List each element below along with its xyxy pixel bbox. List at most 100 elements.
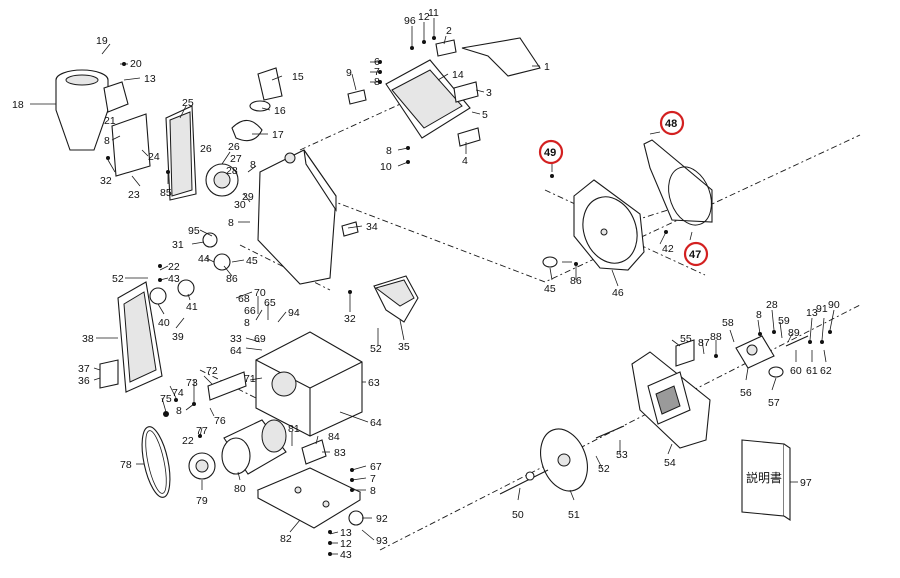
part-label: 8 [370,485,376,497]
part-label: 57 [768,397,780,409]
part-label: 80 [234,483,246,495]
part-label: 73 [186,377,198,389]
part-label: 50 [512,509,524,521]
part-label: 62 [820,365,832,377]
tray-assembly [347,37,541,147]
part-label: 34 [366,221,378,233]
part-label: 14 [452,69,464,81]
part-label: 71 [244,373,256,385]
part-label-highlighted: 48 [665,118,677,130]
part-label: 69 [254,333,266,345]
part-label: 66 [244,305,256,317]
part-label: 8 [756,309,762,321]
part-label-highlighted: 49 [544,147,556,159]
part-label: 23 [128,189,140,201]
part-label: 11 [428,7,439,19]
part-label: 31 [172,239,184,251]
fastener-dots [106,36,832,556]
part-label: 97 [800,477,812,489]
part-label: 18 [12,99,24,111]
part-label: 87 [698,337,710,349]
part-label: 40 [158,317,170,329]
part-label: 60 [790,365,802,377]
part-label: 82 [280,533,292,545]
part-label: 32 [344,313,356,325]
part-label: 75 [160,393,172,405]
part-label: 37 [78,363,90,375]
part-labels: 19 20 13 18 21 8 25 24 32 23 85 15 16 17… [12,7,840,561]
part-label: 28 [226,165,238,177]
part-label: 17 [272,129,284,141]
part-label: 10 [380,161,392,173]
part-label: 43 [168,273,180,285]
part-label: 76 [214,415,226,427]
part-label: 74 [172,387,184,399]
highlight-markers [538,110,709,267]
part-label: 77 [196,425,208,437]
part-label: 20 [130,58,142,70]
part-label: 72 [206,365,218,377]
part-label: 59 [778,315,790,327]
part-label: 89 [788,327,800,339]
part-label: 81 [288,423,300,435]
part-label: 21 [104,115,116,127]
motor-assembly [99,232,364,529]
part-label: 26 [200,143,212,155]
part-label: 58 [722,317,734,329]
part-label: 90 [828,299,840,311]
part-label: 24 [148,151,160,163]
fan-housing [542,139,713,271]
part-label: 6 [374,56,380,68]
part-label: 94 [288,307,300,319]
part-label: 8 [176,405,182,417]
part-label: 52 [370,343,382,355]
part-label: 52 [112,273,124,285]
part-label: 8 [386,145,392,157]
part-label: 63 [368,377,380,389]
part-label: 51 [568,509,580,521]
part-label: 25 [182,97,194,109]
part-label: 86 [570,275,582,287]
part-label: 2 [446,25,452,37]
part-label: 3 [486,87,492,99]
part-label: 22 [182,435,194,447]
part-label: 64 [370,417,382,429]
part-label: 86 [226,273,238,285]
part-label: 96 [404,15,416,27]
highlight-circle-48 [659,110,685,136]
part-label: 91 [816,303,828,315]
part-label: 22 [168,261,180,273]
part-label: 8 [374,76,380,88]
part-label: 45 [246,255,258,267]
part-label: 53 [616,449,628,461]
part-label: 26 [228,141,240,153]
part-label: 44 [198,253,210,265]
part-label: 56 [740,387,752,399]
part-label: 79 [196,495,208,507]
part-label: 36 [78,375,90,387]
manual-title: 説明書 [746,470,782,485]
part-label: 12 [418,11,430,23]
part-label: 19 [96,35,108,47]
part-label: 15 [292,71,304,83]
part-label: 43 [340,549,352,561]
part-label: 41 [186,301,198,313]
part-label: 95 [188,225,200,237]
part-label: 42 [662,243,674,255]
part-label: 5 [482,109,488,121]
part-label: 16 [274,105,286,117]
part-label: 54 [664,457,676,469]
part-label: 13 [144,73,156,85]
part-label: 8 [228,217,234,229]
highlight-circle-49 [538,139,564,165]
part-label: 35 [398,341,410,353]
part-label: 64 [230,345,242,357]
part-label: 32 [100,175,112,187]
part-label: 78 [120,459,132,471]
part-label: 39 [172,331,184,343]
part-label: 84 [328,431,340,443]
part-label: 68 [238,293,250,305]
part-label: 33 [230,333,242,345]
hopper-assembly [55,67,283,201]
part-label: 45 [544,283,556,295]
